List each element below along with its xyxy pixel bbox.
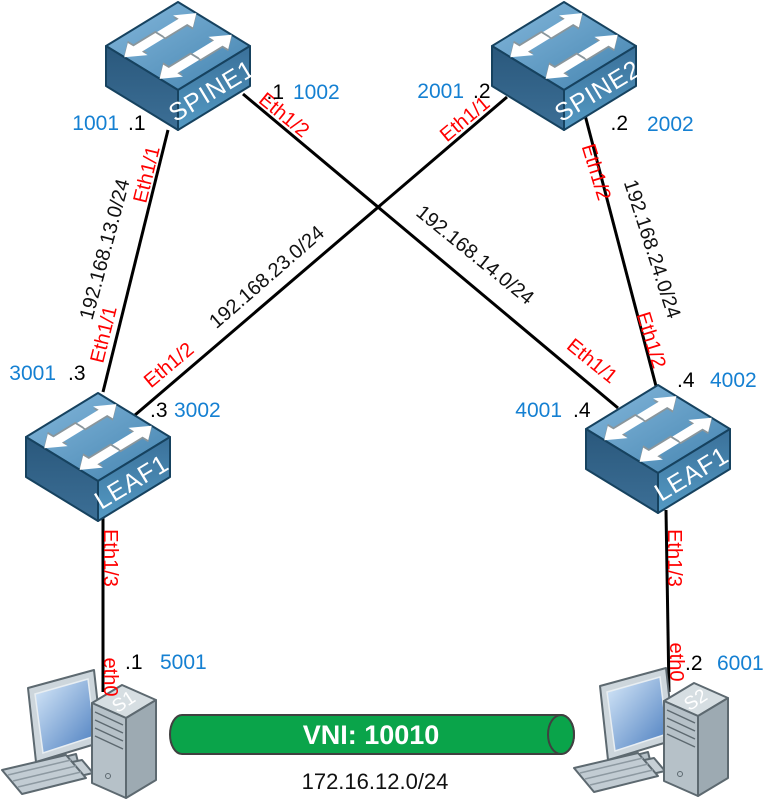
server1-ip: .1 xyxy=(125,651,143,674)
overlay-subnet-label: 172.16.12.0/24 xyxy=(302,769,449,794)
port-label-leaf-right-eth1-3: Eth1/3 xyxy=(663,529,685,587)
leaf-right-left-ip: .4 xyxy=(573,399,591,422)
leaf-left-left-ip: .3 xyxy=(68,362,86,385)
vni-pipe: VNI: 10010 xyxy=(169,714,575,755)
leaf-left-left-id: 3001 xyxy=(9,362,56,385)
spine2-right-ip: .2 xyxy=(610,112,628,135)
spine2-right-id: 2002 xyxy=(647,113,694,136)
server2-id: 6001 xyxy=(717,652,764,675)
spine1-right-id: 1002 xyxy=(293,81,340,104)
server1-id: 5001 xyxy=(160,651,207,674)
link-spine2-leaf-left xyxy=(134,95,508,417)
spine2-left-id: 2001 xyxy=(417,80,464,103)
subnet-label-23: 192.168.23.0/24 xyxy=(205,222,329,333)
port-label-server1-eth0: eth0 xyxy=(99,658,121,697)
address-labels: 1001 .1 .1 1002 2001 .2 .2 2002 3001 .3 … xyxy=(9,80,763,675)
server-icon-s1 xyxy=(1,669,157,799)
link-spine1-leaf-right xyxy=(242,92,619,410)
spine1-left-ip: .1 xyxy=(128,112,146,135)
port-label-leaf-left-eth1-3: Eth1/3 xyxy=(99,529,121,587)
leaf-left-right-ip: .3 xyxy=(150,399,168,422)
port-label-server2-eth0: eth0 xyxy=(665,643,687,682)
subnet-label-24: 192.168.24.0/24 xyxy=(619,177,685,321)
port-label-leaf-right-eth1-1: Eth1/1 xyxy=(562,335,621,388)
subnet-label-14: 192.168.14.0/24 xyxy=(412,201,538,309)
vni-label: VNI: 10010 xyxy=(303,720,440,750)
leaf-right-left-id: 4001 xyxy=(515,399,562,422)
spine1-left-id: 1001 xyxy=(72,112,119,135)
leaf-right-right-ip: .4 xyxy=(677,369,695,392)
spine1-right-ip: .1 xyxy=(266,81,284,104)
server-icon-s2 xyxy=(573,667,729,797)
port-label-spine1-eth1-1: Eth1/1 xyxy=(130,144,165,205)
links xyxy=(101,92,671,693)
vni-pipe-cap xyxy=(547,714,575,755)
link-spine2-leaf-right xyxy=(583,114,658,387)
server2-ip: .2 xyxy=(685,652,703,675)
spine2-left-ip: .2 xyxy=(473,80,491,103)
port-label-spine2-eth1-2: Eth1/2 xyxy=(577,141,615,203)
link-leaf-right-server2 xyxy=(664,509,671,693)
link-spine1-leaf-left xyxy=(101,129,170,393)
leaf-right-right-id: 4002 xyxy=(710,369,757,392)
leaf-left-right-id: 3002 xyxy=(174,399,221,422)
